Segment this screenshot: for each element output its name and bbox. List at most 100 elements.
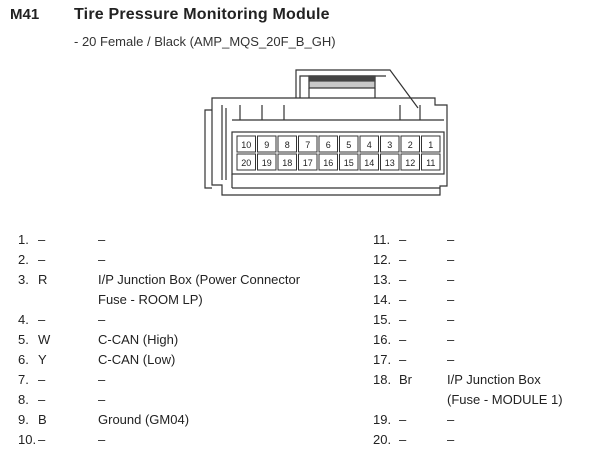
pin-number-label: 9 xyxy=(264,140,269,150)
pin-cavity xyxy=(339,153,359,171)
wire-color: R xyxy=(38,272,48,287)
wire-color: B xyxy=(38,412,47,427)
pin-description: – xyxy=(98,312,106,327)
pin-cavity xyxy=(298,135,318,153)
pin-number-label: 2 xyxy=(408,140,413,150)
pin-number: 15. xyxy=(373,312,392,327)
pin-cavity-frame xyxy=(231,131,445,175)
pin-cavity xyxy=(380,135,400,153)
wire-color: Y xyxy=(38,352,47,367)
pin-row: 14.–– xyxy=(373,290,588,310)
wire-color: – xyxy=(38,232,46,247)
pin-description: – xyxy=(98,232,106,247)
pin-cavity xyxy=(339,135,359,153)
pin-number: 2. xyxy=(18,252,29,267)
pin-description: – xyxy=(447,272,455,287)
pin-number: 1. xyxy=(18,232,29,247)
pin-cavity xyxy=(236,153,256,171)
pin-number: 11. xyxy=(373,232,391,247)
wire-color: W xyxy=(38,332,51,347)
connector-hood xyxy=(295,69,419,109)
pin-number-label: 16 xyxy=(323,158,333,168)
wire-color: – xyxy=(399,332,407,347)
pin-number: 10. xyxy=(18,432,37,447)
wire-color: – xyxy=(38,252,46,267)
pin-number-label: 4 xyxy=(367,140,372,150)
pin-cavity xyxy=(257,135,277,153)
wire-color: – xyxy=(399,352,407,367)
pin-description: I/P Junction Box (Power Connector xyxy=(98,272,301,287)
pin-number: 4. xyxy=(18,312,29,327)
pin-row-continuation: (Fuse - MODULE 1) xyxy=(373,390,588,410)
pin-row: 13.–– xyxy=(373,270,588,290)
pin-number: 8. xyxy=(18,392,29,407)
pin-number-label: 12 xyxy=(405,158,415,168)
pin-number: 19. xyxy=(373,412,392,427)
pin-number-label: 19 xyxy=(262,158,272,168)
pin-row: 1.–– xyxy=(18,230,338,250)
pin-number-label: 20 xyxy=(241,158,251,168)
pin-number: 16. xyxy=(373,332,392,347)
pin-number-label: 7 xyxy=(305,140,310,150)
pin-number: 20. xyxy=(373,432,392,447)
wire-color: – xyxy=(38,432,46,447)
connector-subtitle: - 20 Female / Black (AMP_MQS_20F_B_GH) xyxy=(74,34,336,49)
pin-row: 10.–– xyxy=(18,430,338,450)
pin-cavity xyxy=(298,153,318,171)
pin-description: C-CAN (Low) xyxy=(98,352,176,367)
pin-cavity xyxy=(236,135,256,153)
wire-color: Br xyxy=(399,372,412,387)
pin-row: 2.–– xyxy=(18,250,338,270)
pin-row: 17.–– xyxy=(373,350,588,370)
pin-number-label: 8 xyxy=(285,140,290,150)
pin-row: 5. W C-CAN (High) xyxy=(18,330,338,350)
pin-number: 6. xyxy=(18,352,29,367)
pin-description: – xyxy=(98,432,106,447)
pin-row: 19.–– xyxy=(373,410,588,430)
pin-cavity xyxy=(359,153,379,171)
pin-number-label: 5 xyxy=(346,140,351,150)
pin-number-label: 11 xyxy=(426,158,435,168)
pin-number-label: 14 xyxy=(364,158,374,168)
pin-cavity xyxy=(400,153,420,171)
pin-row: 9. B Ground (GM04) xyxy=(18,410,338,430)
pin-description-continued: (Fuse - MODULE 1) xyxy=(447,392,563,407)
pin-number: 3. xyxy=(18,272,29,287)
pin-row: 15.–– xyxy=(373,310,588,330)
pin-description: – xyxy=(98,372,106,387)
pin-description: – xyxy=(447,252,455,267)
pin-cavity xyxy=(400,135,420,153)
pin-number-label: 10 xyxy=(241,140,251,150)
pin-description: – xyxy=(447,432,455,447)
pin-cavity xyxy=(318,153,338,171)
pin-cavity xyxy=(318,135,338,153)
pin-number-label: 1 xyxy=(428,140,433,150)
pin-number: 17. xyxy=(373,352,392,367)
pin-number-label: 3 xyxy=(387,140,392,150)
pin-number: 13. xyxy=(373,272,392,287)
pin-description: – xyxy=(447,232,455,247)
pin-description: – xyxy=(447,292,455,307)
pin-description: – xyxy=(447,332,455,347)
pin-number: 7. xyxy=(18,372,29,387)
pin-row: 3. R I/P Junction Box (Power Connector xyxy=(18,270,338,290)
pin-cavity xyxy=(359,135,379,153)
pin-row: 4.–– xyxy=(18,310,338,330)
pin-row: 6. Y C-CAN (Low) xyxy=(18,350,338,370)
connector-code: M41 xyxy=(10,6,40,23)
wire-color: – xyxy=(399,232,407,247)
pin-number: 9. xyxy=(18,412,29,427)
pin-description: – xyxy=(447,312,455,327)
pin-description: Ground (GM04) xyxy=(98,412,190,427)
wire-color: – xyxy=(38,392,46,407)
pin-row: 12.–– xyxy=(373,250,588,270)
pin-cavity xyxy=(380,153,400,171)
wire-color: – xyxy=(38,372,46,387)
pin-number: 12. xyxy=(373,252,392,267)
pin-number: 5. xyxy=(18,332,29,347)
pin-description: C-CAN (High) xyxy=(98,332,179,347)
pin-row: 8.–– xyxy=(18,390,338,410)
wire-color: – xyxy=(399,432,407,447)
